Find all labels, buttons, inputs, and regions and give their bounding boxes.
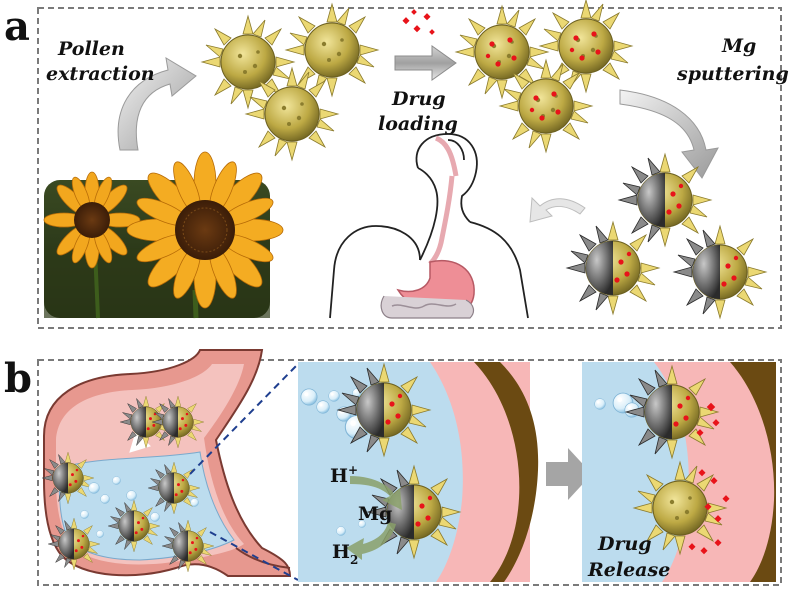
label-loading: loading [378, 113, 458, 135]
stomach-motor-2 [151, 395, 205, 449]
label-drug-release-2: Release [587, 559, 670, 581]
panel-b-frame [37, 359, 782, 586]
esophagus [428, 175, 455, 266]
zoom-line-top [189, 363, 299, 475]
zoom-line-bottom [209, 531, 299, 581]
arrow-release-step [546, 448, 592, 500]
sunflower-small [43, 171, 141, 269]
stomach-motor-5 [107, 499, 161, 553]
label-sputtering: sputtering [676, 63, 789, 85]
stomach-motor-4 [147, 461, 201, 515]
sunflower-photo [43, 151, 284, 319]
stomach-motor-7 [161, 519, 215, 573]
sunflower-large [126, 151, 284, 309]
panel-a-letter: a [4, 3, 30, 50]
curved-arrow-extraction [117, 57, 197, 151]
label-drug-release-1: Drug [597, 533, 652, 555]
released-drug [688, 402, 730, 555]
arrow-oral-administration [529, 196, 586, 223]
label-drug: Drug [391, 88, 446, 110]
reaction-arrow-out [346, 522, 396, 560]
loaded-pollen-3 [500, 60, 592, 152]
arrow-drug-loading [394, 45, 457, 81]
label-extraction: extraction [46, 63, 155, 85]
label-mg-reaction: Mg [358, 503, 392, 525]
inset1-motor-1 [337, 363, 431, 457]
label-mg: Mg [721, 35, 756, 57]
reaction-arrow-in [350, 476, 402, 510]
label-h2: H2 [332, 541, 358, 567]
pollen-grain-3 [245, 67, 339, 161]
curved-arrow-sputtering [619, 89, 719, 179]
panel-b-letter: b [4, 355, 32, 402]
inset2-motor-1 [625, 365, 719, 459]
stomach-cross-section [43, 349, 292, 577]
digestive-organs [380, 259, 475, 319]
stomach-motor-6 [47, 517, 101, 571]
label-h-plus: H+ [330, 463, 358, 487]
janus-motor-3 [673, 225, 767, 319]
janus-motor-1 [618, 153, 712, 247]
stomach-motor-3 [41, 451, 95, 505]
human-body-outline [329, 133, 529, 319]
panel-a-frame [37, 7, 782, 329]
label-pollen: Pollen [57, 38, 125, 60]
janus-motor-2 [566, 221, 660, 315]
drug-molecules [402, 9, 435, 35]
